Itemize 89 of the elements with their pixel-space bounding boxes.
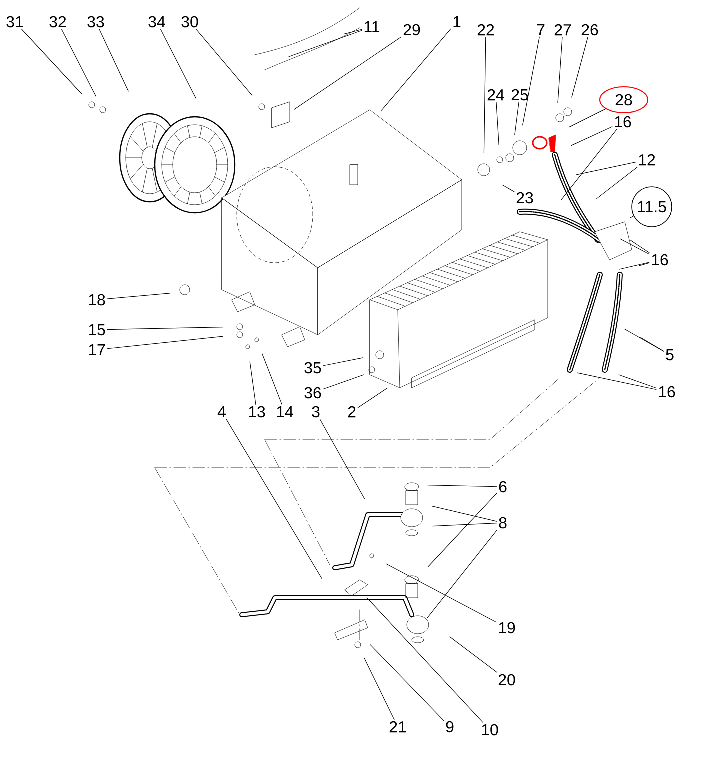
callout-number: 33	[88, 16, 104, 28]
leader-line	[294, 36, 402, 110]
callout-number: 18	[89, 294, 106, 306]
callout-number: 13	[249, 406, 266, 418]
callout-number: 19	[499, 622, 516, 634]
circled-callout-number: 11.5	[632, 186, 672, 228]
leader-line	[569, 108, 606, 128]
leader-line	[427, 530, 498, 619]
callout-number: 1	[454, 16, 461, 28]
leader-line	[577, 372, 657, 390]
callout-number: 17	[89, 344, 106, 356]
callout-number: 2	[348, 406, 356, 418]
callout-number: 12	[639, 154, 656, 166]
callout-number: 10	[482, 724, 498, 736]
leader-line	[428, 493, 498, 568]
leader-line	[514, 102, 520, 136]
callout-number: 31	[6, 16, 24, 28]
leader-line	[618, 374, 657, 389]
leader-line	[370, 644, 444, 721]
leader-line	[107, 327, 224, 330]
callout-number: 24	[488, 89, 504, 101]
leader-line	[358, 388, 388, 408]
callout-number: 14	[277, 406, 294, 418]
callout-number: 30	[182, 16, 198, 28]
callout-number: 34	[148, 16, 166, 28]
callout-number: 11	[364, 22, 380, 32]
leader-line	[320, 419, 365, 500]
callout-number: 16	[659, 386, 676, 398]
callout-number: 26	[582, 24, 598, 36]
leader-line	[620, 238, 650, 255]
leader-line	[432, 523, 498, 527]
leader-line	[640, 337, 664, 352]
leader-line	[630, 240, 650, 254]
callout-number: 3	[312, 406, 320, 418]
leader-line	[386, 564, 497, 623]
callout-number: 35	[304, 362, 322, 374]
callout-number: 9	[446, 721, 454, 733]
leader-line	[522, 36, 540, 126]
leader-line	[571, 126, 613, 146]
circled-callout-number: 28	[600, 86, 648, 114]
callout-number: 16	[615, 116, 632, 128]
leader-line	[432, 506, 498, 522]
leader-line	[496, 102, 500, 146]
leader-line	[160, 29, 196, 99]
callout-number: 32	[50, 16, 66, 28]
leader-line	[262, 354, 282, 406]
leader-line	[344, 29, 362, 34]
leader-line	[364, 658, 395, 720]
leader-line	[428, 485, 498, 488]
callout-number: 23	[516, 192, 534, 204]
leader-line	[323, 358, 364, 366]
leader-line	[558, 36, 563, 104]
callout-number: 7	[537, 24, 545, 36]
callout-number: 5	[666, 349, 674, 361]
leader-line	[99, 29, 129, 92]
callout-number: 27	[554, 24, 572, 36]
leader-line	[61, 29, 96, 97]
leader-line	[619, 262, 650, 270]
callout-number: 22	[478, 24, 494, 36]
leader-line	[366, 598, 484, 723]
leader-line	[561, 129, 618, 200]
leader-line	[639, 262, 650, 266]
callout-number: 6	[499, 481, 507, 493]
leader-line	[288, 30, 362, 58]
callout-number: 8	[499, 517, 507, 529]
leader-line	[450, 636, 498, 673]
callout-number: 25	[512, 89, 528, 101]
leader-line	[107, 293, 170, 300]
leader-line	[22, 29, 82, 94]
leader-line	[630, 216, 634, 218]
callout-number: 16	[652, 254, 668, 266]
leader-line	[502, 185, 515, 192]
leader-line	[107, 336, 224, 350]
callout-number: 29	[404, 24, 420, 36]
callout-number: 20	[498, 674, 516, 686]
leader-line	[381, 28, 452, 111]
leader-line	[226, 418, 323, 580]
leader-line	[596, 166, 638, 200]
leader-line	[576, 162, 637, 176]
callout-number: 21	[390, 721, 406, 733]
leader-line	[323, 374, 364, 390]
leader-line	[196, 29, 253, 96]
leader-line	[624, 329, 664, 352]
callout-number: 4	[218, 406, 226, 418]
leader-line	[250, 362, 256, 405]
leader-line	[484, 36, 486, 154]
leader-line	[572, 37, 588, 98]
callout-number: 15	[89, 324, 106, 336]
callout-number: 36	[304, 387, 322, 399]
